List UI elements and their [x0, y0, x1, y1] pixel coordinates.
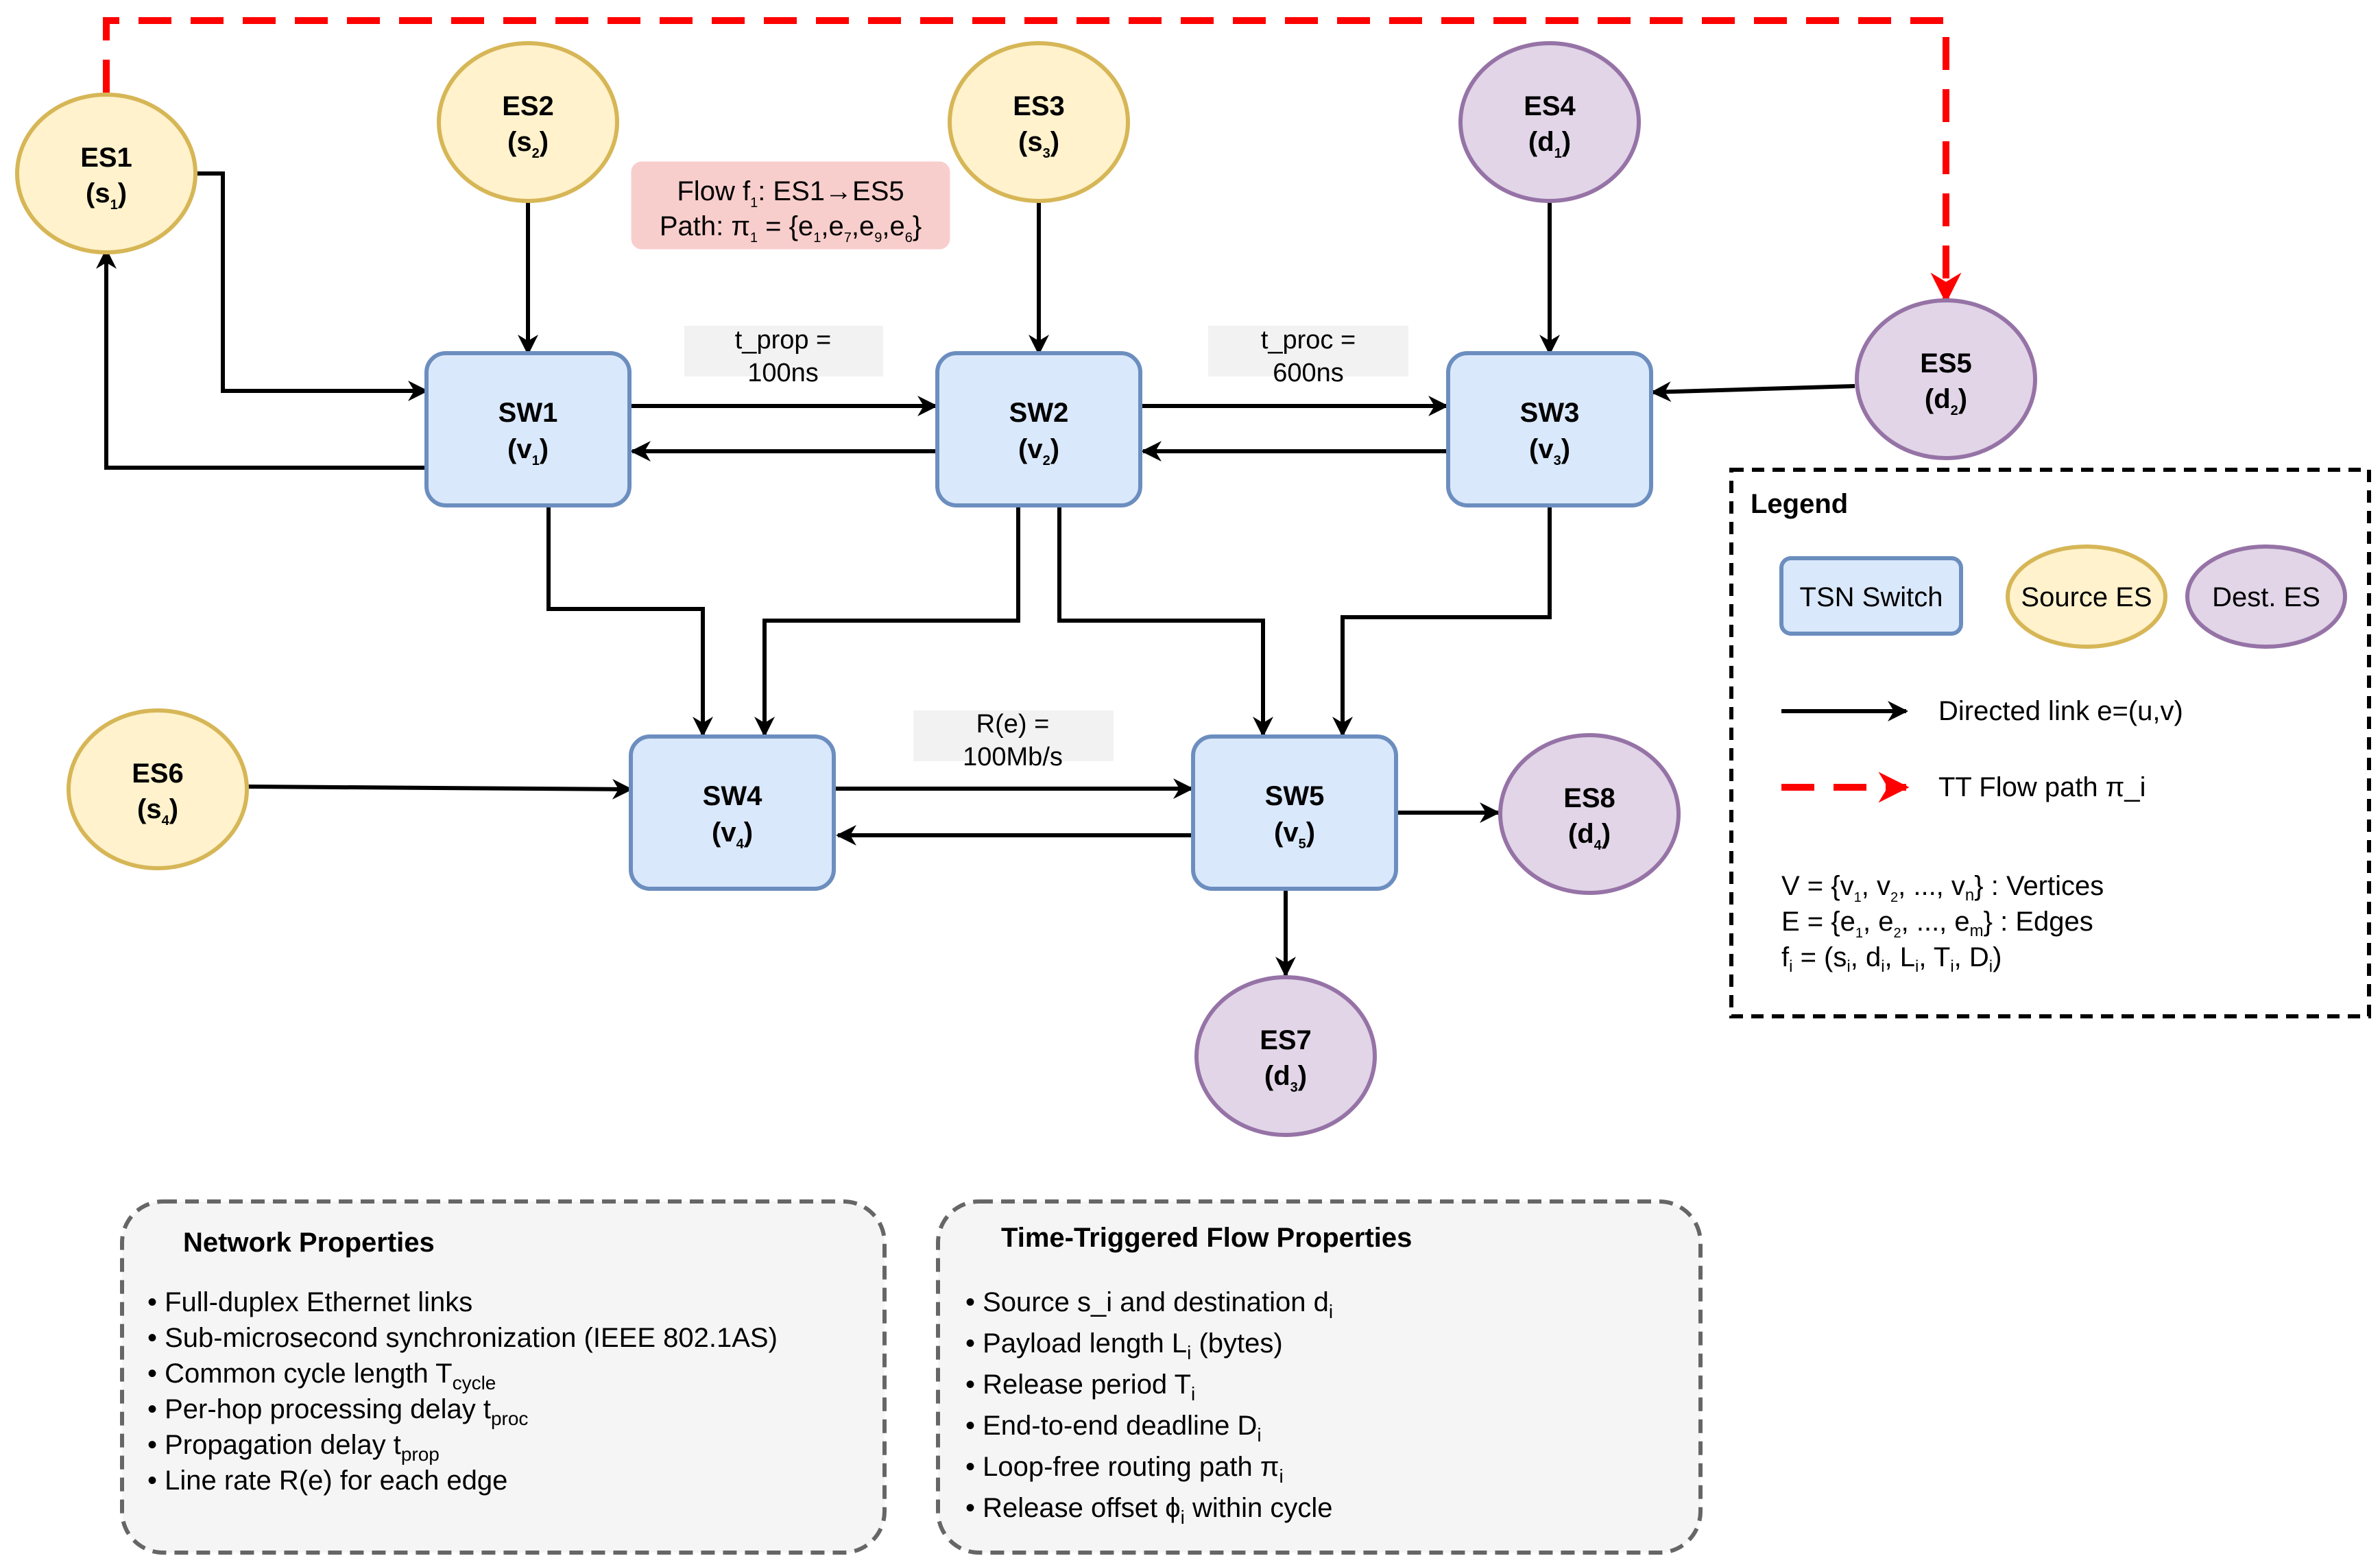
network-properties-title: Network Properties [183, 1228, 435, 1258]
rate-line1: R(e) = [976, 710, 1050, 739]
sw3-symbol: (v3) [1529, 434, 1570, 468]
es4-name: ES4 [1524, 91, 1576, 121]
node-es7: ES7 (d3) [1194, 975, 1377, 1137]
legend: Legend TSN Switch Source ES Dest. ES Dir… [1729, 468, 2371, 1018]
sw4-name: SW4 [703, 781, 762, 811]
es6-name: ES6 [132, 758, 184, 789]
link-es5-sw3 [1650, 381, 1855, 403]
es8-symbol: (d4) [1568, 819, 1611, 853]
sw3-name: SW3 [1520, 398, 1580, 428]
network-properties-list: • Full-duplex Ethernet links • Sub-micros… [147, 1287, 778, 1496]
flow-property-item: • Payload length Li (bytes) [965, 1328, 1283, 1363]
es5-symbol: (d2) [1925, 384, 1967, 418]
link-sw1-sw4 [546, 505, 713, 737]
flow-property-item: • Release offset ϕi within cycle [965, 1493, 1332, 1528]
flow-properties-title: Time-Triggered Flow Properties [1001, 1223, 1412, 1253]
node-es6: ES6 (s4) [67, 708, 249, 870]
network-property-item: • Sub-microsecond synchronization (IEEE … [147, 1323, 778, 1353]
sw4-symbol: (v4) [712, 817, 753, 852]
network-property-item: • Line rate R(e) for each edge [147, 1466, 507, 1496]
es8-name: ES8 [1563, 783, 1615, 813]
node-sw4: SW4 (v4) [629, 734, 836, 891]
t-proc-line1: t_proc = [1261, 326, 1356, 355]
network-property-item: • Full-duplex Ethernet links [147, 1287, 472, 1317]
legend-flow-def: fi = (si, di, Li, Ti, Di) [1781, 942, 2002, 976]
es2-symbol: (s2) [507, 127, 549, 161]
node-es8: ES8 (d4) [1498, 733, 1681, 895]
node-sw3: SW3 (v3) [1446, 351, 1653, 507]
sw5-symbol: (v5) [1274, 817, 1315, 852]
t-proc-line2: 600ns [1273, 359, 1344, 387]
t-prop-line1: t_prop = [735, 326, 832, 355]
sw1-symbol: (v1) [507, 434, 549, 468]
link-sw1-es1 [96, 248, 426, 470]
sw5-name: SW5 [1265, 781, 1325, 811]
node-sw2: SW2 (v2) [935, 351, 1142, 507]
links [96, 171, 1855, 977]
node-es1: ES1 (s1) [15, 93, 197, 254]
tt-flow-path [103, 17, 1962, 304]
node-es5: ES5 (d2) [1855, 298, 2037, 460]
link-sw2-sw4 [754, 505, 1020, 737]
legend-dest-swatch [2185, 545, 2347, 649]
es1-name: ES1 [80, 143, 132, 173]
es7-name: ES7 [1260, 1025, 1312, 1055]
legend-source-label: Source ES [2021, 582, 2152, 612]
link-sw2-sw5 [1057, 505, 1273, 737]
node-sw5: SW5 (v5) [1191, 734, 1398, 891]
legend-flow-label: TT Flow path π_i [1938, 772, 2146, 802]
legend-vertices-def: V = {v1, v2, ..., vn} : Vertices [1781, 871, 2104, 905]
es3-name: ES3 [1013, 91, 1065, 121]
edge-label-t-proc: t_proc = 600ns [1208, 326, 1408, 387]
flow-note-line2: Path: π1 = {e1,e7,e9,e6} [660, 211, 922, 246]
legend-source-swatch [2006, 545, 2167, 649]
link-sw3-sw5 [1332, 505, 1552, 737]
legend-switch-label: TSN Switch [1800, 582, 1943, 612]
flow-property-item: • Loop-free routing path πi [965, 1452, 1284, 1487]
sw1-name: SW1 [498, 398, 558, 428]
legend-switch-swatch [1779, 556, 1963, 636]
flow-properties-list: • Source s_i and destination di • Payload… [965, 1287, 1333, 1528]
sw2-symbol: (v2) [1018, 434, 1059, 468]
legend-edges-def: E = {e1, e2, ..., em} : Edges [1781, 907, 2093, 941]
es4-symbol: (d1) [1528, 127, 1571, 161]
flow-property-item: • Release period Ti [965, 1369, 1195, 1404]
link-es6-sw4 [246, 778, 633, 800]
legend-link-label: Directed link e=(u,v) [1938, 696, 2183, 726]
es6-symbol: (s4) [137, 794, 178, 828]
node-es2: ES2 (s2) [437, 41, 619, 203]
flow-property-item: • Source s_i and destination di [965, 1287, 1333, 1322]
sw2-name: SW2 [1009, 398, 1069, 428]
es5-name: ES5 [1920, 348, 1972, 379]
es1-symbol: (s1) [86, 178, 127, 213]
network-property-item: • Per-hop processing delay tproc [147, 1394, 528, 1429]
rate-line2: 100Mb/s [963, 743, 1063, 771]
es7-symbol: (d3) [1264, 1061, 1307, 1095]
es3-symbol: (s3) [1018, 127, 1059, 161]
network-property-item: • Common cycle length Tcycle [147, 1359, 496, 1393]
flow-note: Flow f1: ES1→ES5 Path: π1 = {e1,e7,e9,e6… [631, 161, 950, 250]
flow-properties-panel: Time-Triggered Flow Properties • Source … [936, 1199, 1703, 1555]
network-properties-panel: Network Properties • Full-duplex Etherne… [120, 1199, 887, 1555]
flow-property-item: • End-to-end deadline Di [965, 1411, 1262, 1446]
t-prop-line2: 100ns [747, 359, 819, 387]
es2-name: ES2 [502, 91, 554, 121]
link-es1-sw1 [175, 171, 429, 401]
flow-note-line1: Flow f1: ES1→ES5 [677, 176, 904, 211]
edge-label-rate: R(e) = 100Mb/s [913, 710, 1114, 771]
legend-title: Legend [1751, 489, 1848, 519]
node-sw1: SW1 (v1) [424, 351, 632, 507]
legend-dest-label: Dest. ES [2212, 582, 2320, 612]
network-property-item: • Propagation delay tprop [147, 1430, 440, 1465]
edge-label-t-prop: t_prop = 100ns [684, 326, 883, 387]
node-es3: ES3 (s3) [948, 41, 1130, 203]
node-es4: ES4 (d1) [1458, 41, 1641, 203]
